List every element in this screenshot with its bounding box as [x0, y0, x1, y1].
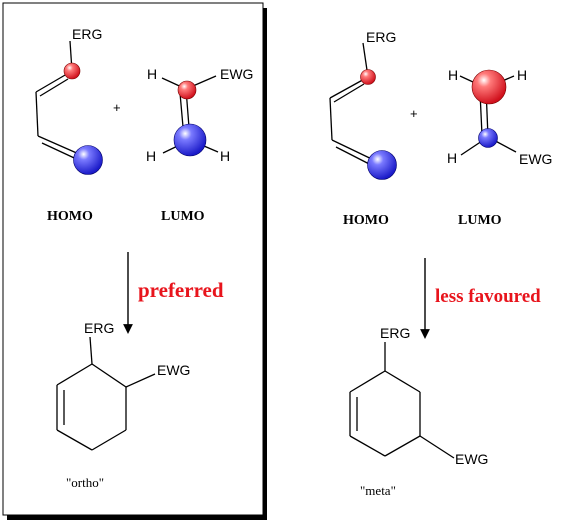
lumo-lobe-small: [478, 128, 498, 148]
lumo-lobe-small: [177, 80, 197, 100]
frame-border: [2, 2, 264, 516]
diene-erg-label: ERG: [72, 26, 102, 42]
right-diene: [329, 42, 381, 169]
product-erg-label: ERG: [84, 320, 114, 336]
product-erg-label: ERG: [380, 325, 410, 341]
dienophile-ewg-label: EWG: [519, 151, 552, 167]
lumo-lobe-large: [471, 69, 507, 105]
preferred-panel-frame: [2, 2, 267, 520]
plus-sign: +: [410, 106, 418, 121]
dienophile-h-bottom: H: [447, 150, 457, 166]
homo-label: HOMO: [343, 213, 389, 228]
dienophile-h-top: H: [147, 66, 157, 82]
homo-lobe-small: [63, 62, 81, 80]
lumo-label: LUMO: [458, 213, 502, 228]
homo-lobe-large: [367, 150, 397, 180]
dienophile-ewg-label: EWG: [220, 66, 253, 82]
meta-label: "meta": [360, 483, 396, 498]
meta-product: [349, 342, 455, 459]
homo-lobe-large: [73, 145, 103, 175]
dienophile-h-bottom-left: H: [146, 148, 156, 164]
preferred-label: preferred: [138, 278, 224, 302]
ortho-label: "ortho": [66, 475, 104, 490]
dienophile-h-bottom-right: H: [220, 148, 230, 164]
product-ewg-label: EWG: [455, 451, 488, 467]
diene-erg-label: ERG: [366, 29, 396, 45]
dienophile-h-top-left: H: [448, 67, 458, 83]
dienophile-h-top-right: H: [517, 67, 527, 83]
lumo-lobe-large: [173, 123, 207, 157]
product-ewg-label: EWG: [157, 362, 190, 378]
homo-label: HOMO: [47, 209, 93, 224]
less-favoured-label: less favoured: [435, 286, 541, 307]
homo-lobe-small: [360, 69, 376, 85]
ortho-product: [56, 336, 156, 451]
plus-sign: +: [113, 100, 121, 115]
lumo-label: LUMO: [161, 209, 205, 224]
